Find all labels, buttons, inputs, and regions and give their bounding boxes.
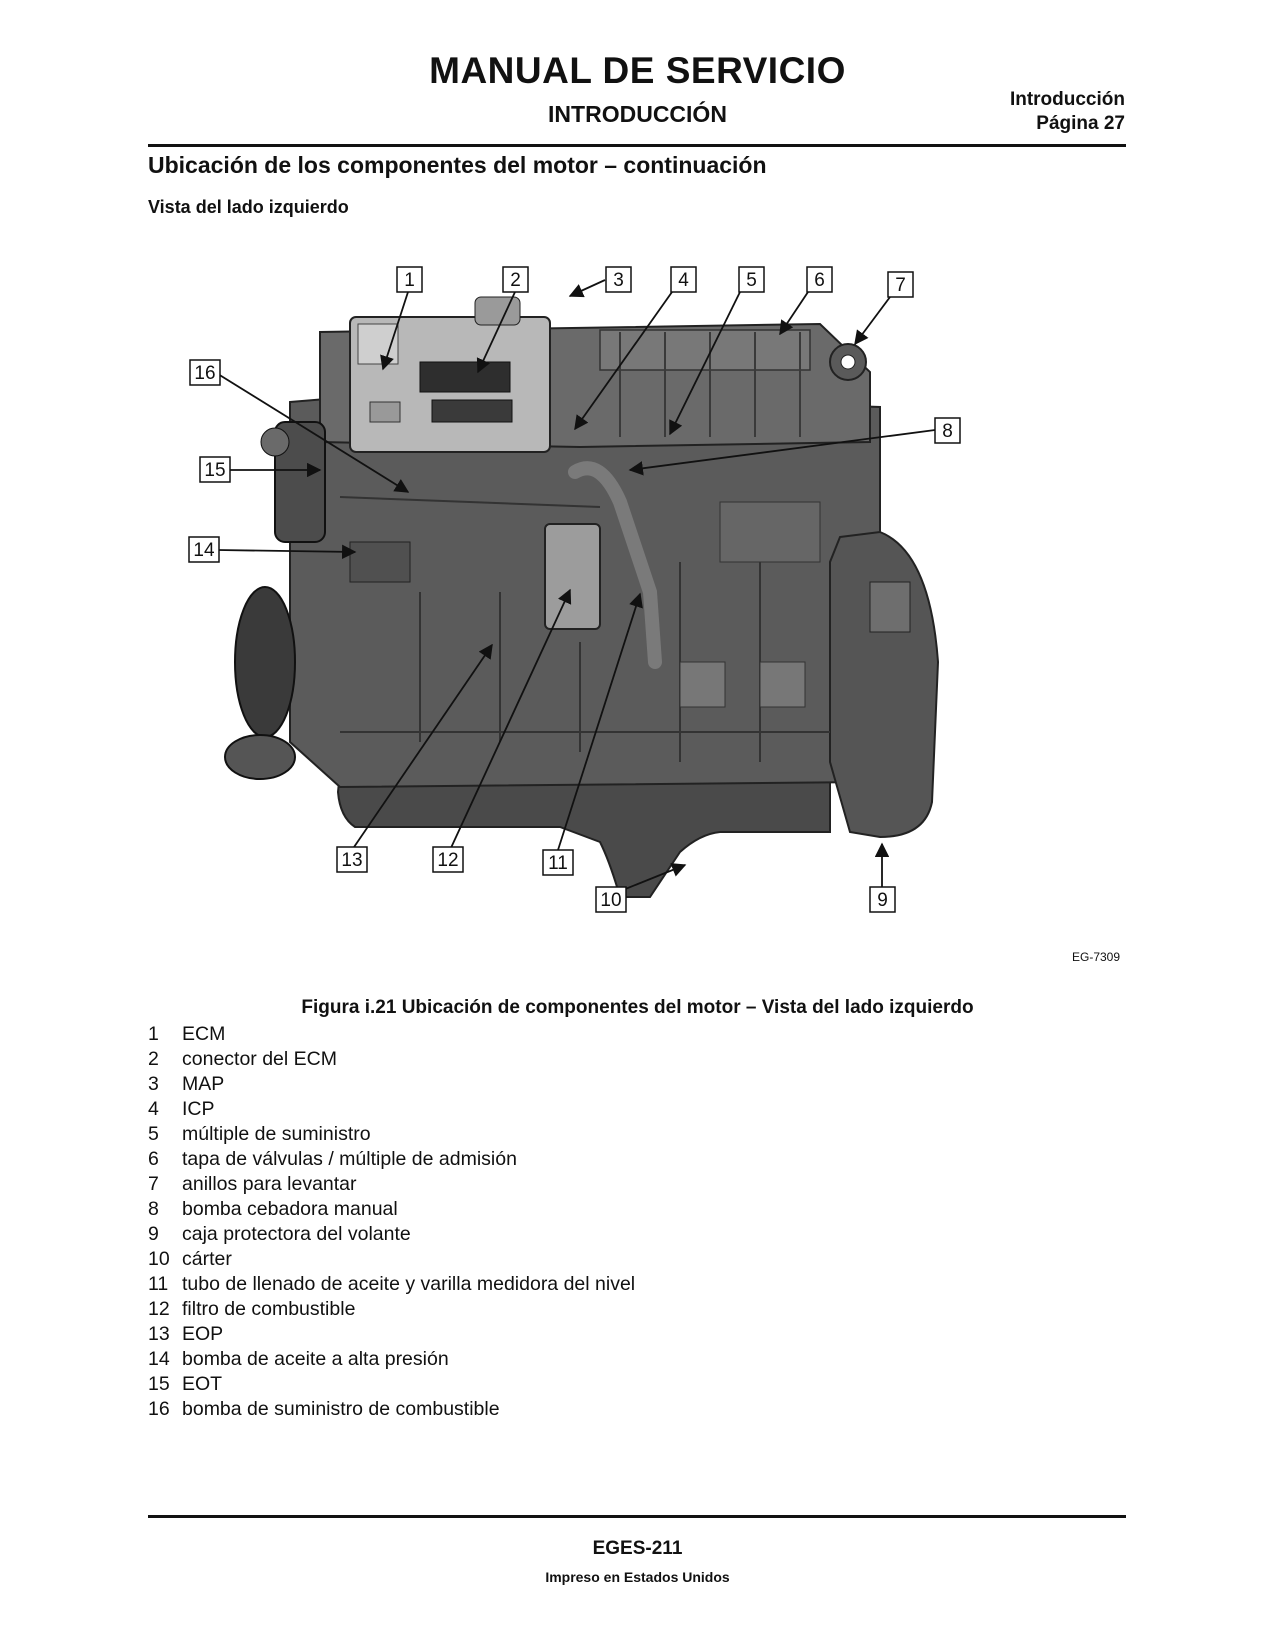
callout-13: 13 [336,846,368,873]
callout-5: 5 [738,266,765,293]
svg-text:2: 2 [510,270,521,291]
callout-4: 4 [670,266,697,293]
leader-16 [217,373,410,493]
leader-7 [854,296,891,346]
header-rule [148,144,1126,147]
leader-2 [476,291,516,374]
header-page-info: Introducción Página 27 [1010,88,1125,136]
svg-text:9: 9 [877,890,888,911]
leader-13 [351,643,493,851]
leader-12 [449,588,572,851]
leader-6 [779,291,809,336]
manual-title: MANUAL DE SERVICIO [429,50,846,91]
svg-text:10: 10 [600,890,621,911]
engine-illustration [224,296,940,898]
callout-15: 15 [199,456,231,483]
document-id: EGES-211 [592,1538,683,1559]
figure-id: EG-7309 [1072,950,1121,964]
leader-3 [568,279,606,298]
svg-text:1: 1 [404,270,415,291]
subsection-title: Vista del lado izquierdo [148,197,349,217]
callout-10: 10 [595,886,627,913]
callout-7: 7 [887,271,914,298]
leader-14 [217,544,357,560]
callout-12: 12 [432,846,464,873]
callout-11: 11 [542,849,574,876]
svg-text:6: 6 [814,270,825,291]
printed-note: Impreso en Estados Unidos [545,1569,730,1585]
figure-caption: Figura i.21 Ubicación de componentes del… [301,997,974,1018]
callout-14: 14 [188,536,220,563]
leader-1 [380,291,409,371]
callout-8: 8 [934,417,961,444]
leader-8 [628,429,936,476]
header-section: Introducción [1009,89,1125,110]
callout-3: 3 [605,266,632,293]
footer-rule [148,1515,1126,1518]
svg-text:8: 8 [942,421,953,442]
leader-11 [557,592,643,851]
chapter-title: INTRODUCCIÓN [548,101,727,127]
callout-6: 6 [806,266,833,293]
header-page-number: Página 27 [1036,113,1125,134]
svg-text:12: 12 [437,850,458,871]
svg-text:7: 7 [895,275,906,296]
ecm-unit [349,296,551,453]
leader-5 [669,291,741,436]
svg-text:16: 16 [194,363,215,384]
svg-text:15: 15 [204,460,225,481]
engine-figure: 1 2 3 4 5 6 7 8 9 10 11 12 13 14 15 16 [188,266,961,913]
callout-9: 9 [869,886,896,913]
svg-text:14: 14 [193,540,215,561]
svg-text:5: 5 [746,270,757,291]
svg-text:11: 11 [548,853,568,874]
svg-text:13: 13 [341,850,362,871]
callout-1: 1 [396,266,423,293]
svg-text:4: 4 [678,270,689,291]
leader-4 [574,291,673,431]
section-title: Ubicación de los componentes del motor –… [148,152,767,178]
svg-text:3: 3 [613,270,624,291]
callout-2: 2 [502,266,529,293]
callout-16: 16 [189,359,221,386]
